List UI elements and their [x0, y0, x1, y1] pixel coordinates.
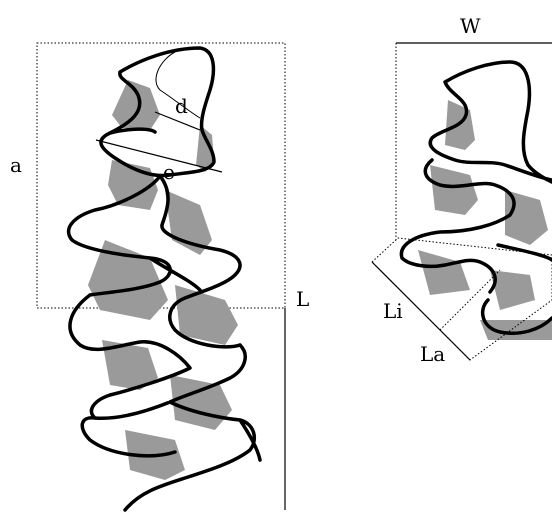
measure-La-line — [439, 329, 471, 361]
frame-a-box — [36, 42, 286, 309]
left-shaded-regions — [88, 80, 238, 480]
measure-Li-line — [371, 261, 441, 331]
label-La: La — [420, 342, 445, 366]
left-top-lobe-thin — [155, 51, 201, 119]
label-W: W — [460, 14, 481, 38]
left-specimen: a d e L — [10, 42, 309, 512]
label-e: e — [163, 160, 175, 184]
label-a: a — [10, 153, 22, 177]
label-d: d — [175, 94, 188, 118]
inner-diagonal-dotted — [439, 269, 501, 331]
label-Li: Li — [383, 299, 403, 323]
left-outline — [66, 46, 262, 512]
measure-e-line — [95, 139, 223, 173]
rotated-measure-box — [371, 237, 552, 361]
measure-d-line — [154, 111, 201, 131]
right-outline — [399, 60, 552, 335]
label-L: L — [296, 287, 309, 311]
right-specimen: W Li La — [371, 14, 552, 366]
